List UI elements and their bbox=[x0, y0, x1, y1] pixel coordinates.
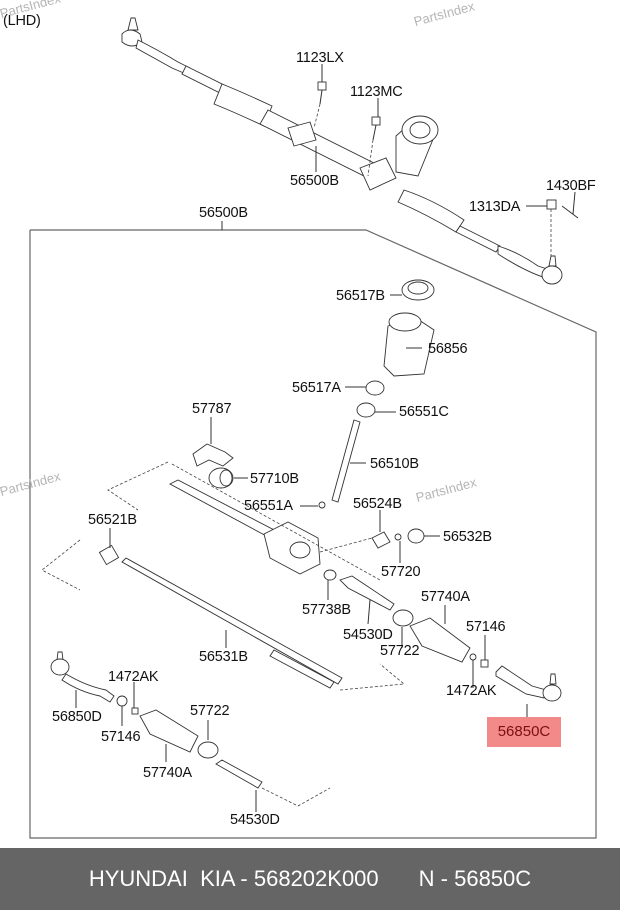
part-label-57146-right[interactable]: 57146 bbox=[466, 619, 506, 635]
part-label-56510B[interactable]: 56510B bbox=[370, 456, 419, 472]
assembly-frame bbox=[29, 229, 597, 839]
part-label-57720[interactable]: 57720 bbox=[381, 564, 421, 580]
rack-bar bbox=[41, 528, 405, 691]
mounting-bracket bbox=[192, 417, 248, 489]
top-left-tie-rod-end bbox=[121, 17, 191, 75]
part-label-56517A[interactable]: 56517A bbox=[292, 380, 341, 396]
part-label-57787[interactable]: 57787 bbox=[192, 401, 232, 417]
part-label-1472AK-left[interactable]: 1472AK bbox=[108, 669, 159, 685]
yoke-parts bbox=[319, 510, 440, 563]
part-label-57146-left[interactable]: 57146 bbox=[101, 729, 141, 745]
part-label-56517B[interactable]: 56517B bbox=[336, 288, 385, 304]
diagram-drawing bbox=[29, 17, 597, 839]
part-label-1123LX[interactable]: 1123LX bbox=[296, 50, 344, 66]
part-label-1430BF[interactable]: 1430BF bbox=[546, 178, 596, 194]
top-rack-housing bbox=[181, 65, 563, 285]
brand-part-number: HYUNDAI KIA - 568202K000 bbox=[88, 866, 379, 891]
part-label-54530D-right[interactable]: 54530D bbox=[343, 627, 393, 643]
part-label-56856[interactable]: 56856 bbox=[428, 341, 468, 357]
top-bolts bbox=[313, 81, 579, 258]
part-label-56500B-top[interactable]: 56500B bbox=[290, 173, 339, 189]
variant-label: (LHD) bbox=[3, 13, 41, 29]
rack-housing bbox=[107, 461, 381, 581]
part-label-56551C[interactable]: 56551C bbox=[399, 404, 449, 420]
right-tie-rod-parts bbox=[323, 569, 562, 718]
part-label-57738B[interactable]: 57738B bbox=[302, 602, 351, 618]
part-label-56532B[interactable]: 56532B bbox=[443, 529, 492, 545]
diagram-reference: N - 56850C bbox=[418, 866, 532, 891]
part-label-1123MC[interactable]: 1123MC bbox=[350, 84, 403, 100]
highlighted-part-label-56850C[interactable]: 56850C bbox=[487, 717, 561, 747]
parts-diagram: (LHD) PartsIndex PartsIndex PartsIndex P… bbox=[0, 0, 597, 839]
part-label-56531B[interactable]: 56531B bbox=[199, 649, 248, 665]
part-label-57740A-left[interactable]: 57740A bbox=[143, 765, 192, 781]
part-label-56524B[interactable]: 56524B bbox=[353, 496, 402, 512]
part-label-57722-left[interactable]: 57722 bbox=[190, 703, 230, 719]
part-label-56521B[interactable]: 56521B bbox=[88, 512, 137, 528]
part-label-56551A[interactable]: 56551A bbox=[244, 498, 293, 514]
part-label-57710B[interactable]: 57710B bbox=[250, 471, 299, 487]
part-label-57722-right[interactable]: 57722 bbox=[380, 643, 420, 659]
pinion-parts bbox=[318, 279, 435, 509]
part-label-54530D-left[interactable]: 54530D bbox=[230, 812, 280, 828]
part-label-1472AK-right[interactable]: 1472AK bbox=[446, 683, 497, 699]
part-label-56500B-box[interactable]: 56500B bbox=[199, 205, 248, 221]
left-tie-rod-parts bbox=[50, 651, 331, 812]
part-label-56850D[interactable]: 56850D bbox=[52, 709, 102, 725]
part-number-footer: HYUNDAI KIA - 568202K000 N - 56850C bbox=[0, 848, 620, 910]
part-label-1313DA[interactable]: 1313DA bbox=[469, 199, 521, 215]
part-label-57740A-right[interactable]: 57740A bbox=[421, 589, 470, 605]
